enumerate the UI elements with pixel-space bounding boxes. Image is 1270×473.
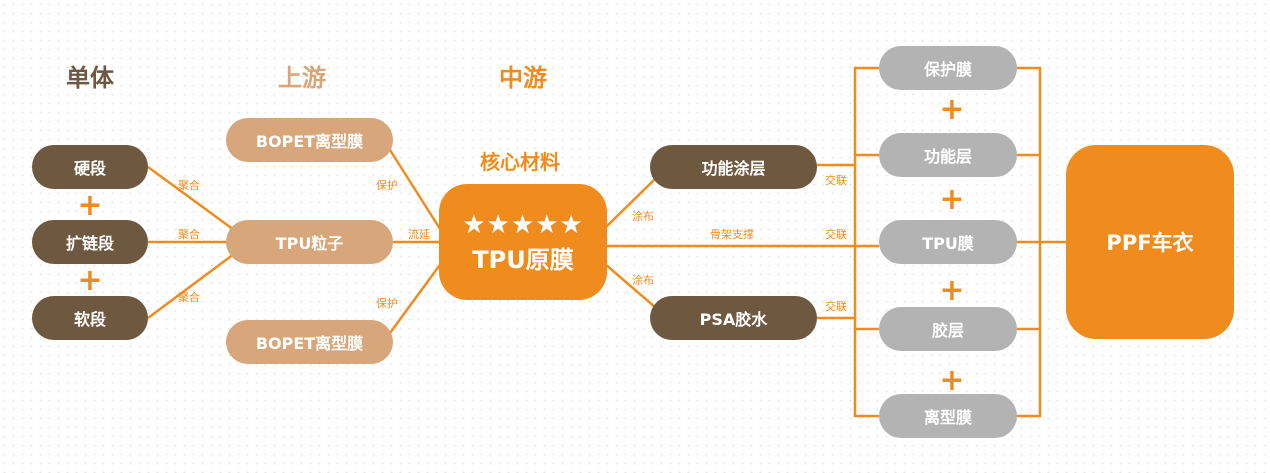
plus-icon: + [939, 182, 965, 217]
plus-icon: + [939, 363, 965, 398]
heading-monomer: 单体 [66, 64, 114, 92]
edge-bopet-top-core [388, 149, 444, 233]
edge-label: 流延 [408, 227, 430, 241]
layer-protective-film: 保护膜 [879, 46, 1017, 90]
layer-release-film: 离型膜 [879, 394, 1017, 438]
monomer-chain-extender: 扩链段 [32, 220, 148, 264]
star-rating-icon: ★★★★★ [462, 209, 584, 240]
edge-bopet-bottom-core [388, 261, 444, 334]
core-label: TPU原膜 [472, 245, 574, 274]
edge-label: 聚合 [178, 290, 200, 304]
edge-core-psa [604, 263, 657, 309]
edge-label: 保护 [376, 296, 398, 310]
heading-midstream: 中游 [499, 64, 547, 92]
upstream-tpu-pellets: TPU粒子 [226, 220, 393, 264]
layer-functional: 功能层 [879, 133, 1017, 177]
layer-adhesive: 胶层 [879, 307, 1017, 351]
product-ppf: PPF车衣 [1066, 145, 1234, 339]
plus-icon: + [939, 273, 965, 308]
edge-label: 聚合 [178, 227, 200, 241]
heading-core-material: 核心材料 [480, 150, 560, 174]
monomer-soft-segment: 软段 [32, 296, 148, 340]
edge-label: 交联 [825, 227, 847, 241]
upstream-bopet-bottom: BOPET离型膜 [226, 320, 393, 364]
heading-upstream: 上游 [278, 64, 326, 92]
edge-label: 交联 [825, 173, 847, 187]
plus-icon: + [939, 92, 965, 127]
edge-soft-tpu [147, 252, 235, 320]
upstream-bopet-top: BOPET离型膜 [226, 118, 393, 162]
plus-icon: + [77, 188, 103, 223]
core-tpu-film: ★★★★★ TPU原膜 [439, 184, 607, 300]
edge-label: 涂布 [632, 273, 654, 287]
monomer-hard-segment: 硬段 [32, 145, 148, 189]
edge-label: 交联 [825, 299, 847, 313]
midstream-functional-coating: 功能涂层 [650, 145, 817, 189]
edge-label: 聚合 [178, 178, 200, 192]
midstream-psa-adhesive: PSA胶水 [650, 296, 817, 340]
layer-tpu-film: TPU膜 [879, 220, 1017, 264]
edge-label: 保护 [376, 178, 398, 192]
plus-icon: + [77, 263, 103, 298]
left-bus [853, 66, 879, 418]
edge-hard-tpu [147, 165, 235, 232]
edge-core-coating [604, 177, 657, 229]
edge-label: 涂布 [632, 209, 654, 223]
edge-label: 骨架支撑 [710, 227, 754, 241]
